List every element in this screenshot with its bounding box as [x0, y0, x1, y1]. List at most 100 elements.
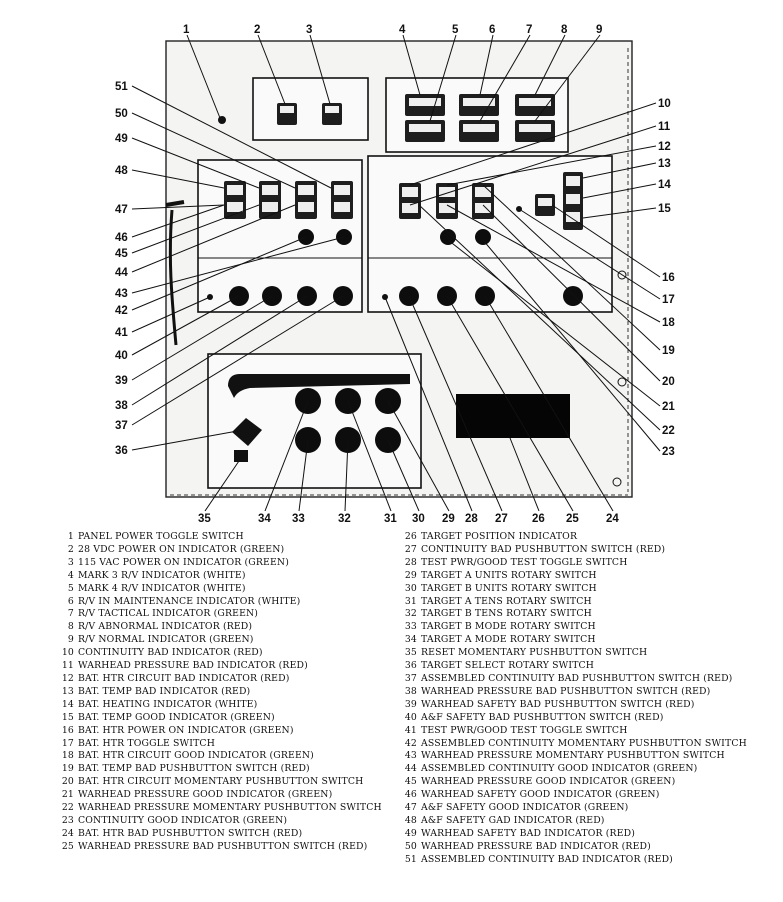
legend-item-text: WARHEAD SAFETY BAD PUSHBUTTON SWITCH (RE…	[421, 698, 695, 710]
callout-50: 50	[115, 108, 128, 120]
callout-40: 40	[115, 350, 128, 362]
legend-item-number: 38	[404, 685, 417, 697]
legend-item: 50 WARHEAD PRESSURE BAD INDICATOR (RED)	[400, 841, 747, 854]
legend-item-number: 50	[404, 840, 417, 852]
callout-31: 31	[384, 513, 397, 525]
leader-lines	[131, 34, 661, 512]
callout-45: 45	[115, 248, 128, 260]
callout-numbers: 1 2 3 4 5 6 7 8 9 10 11 12 13 14 15 16 1…	[115, 24, 675, 525]
legend-item-text: WARHEAD PRESSURE BAD INDICATOR (RED)	[421, 840, 651, 852]
legend-item-number: 14	[61, 698, 74, 710]
legend-item-text: TARGET B TENS ROTARY SWITCH	[421, 608, 592, 620]
legend-item-text: TEST PWR/GOOD TEST TOGGLE SWITCH	[421, 724, 628, 736]
callout-22: 22	[662, 425, 675, 437]
target-select-rotary	[232, 418, 262, 446]
legend-item-text: R/V TACTICAL INDICATOR (GREEN)	[78, 608, 259, 620]
legend-item-text: 115 VAC POWER ON INDICATOR (GREEN)	[78, 556, 289, 568]
legend-item-text: PANEL POWER TOGGLE SWITCH	[78, 531, 244, 542]
callout-16: 16	[662, 272, 675, 284]
legend-item-number: 5	[67, 582, 74, 594]
legend-item-number: 11	[61, 660, 74, 672]
callout-2: 2	[254, 24, 260, 36]
callout-19: 19	[662, 345, 675, 357]
callout-27: 27	[495, 513, 508, 525]
legend-item-text: TARGET POSITION INDICATOR	[421, 531, 578, 542]
legend-item-number: 23	[61, 814, 74, 826]
rv-indicators	[405, 94, 555, 142]
legend-item: 23 CONTINUITY GOOD INDICATOR (GREEN)	[57, 815, 382, 828]
legend-item: 38 WARHEAD PRESSURE BAD PUSHBUTTON SWITCH…	[400, 686, 747, 699]
legend-item-text: WARHEAD PRESSURE GOOD INDICATOR (GREEN)	[78, 789, 333, 801]
legend-item-number: 12	[61, 672, 74, 684]
callout-32: 32	[338, 513, 351, 525]
legend-item-text: ASSEMBLED CONTINUITY GOOD INDICATOR (GRE…	[421, 763, 698, 775]
legend-item-number: 6	[67, 595, 74, 607]
legend-item-number: 20	[61, 776, 74, 788]
callout-28: 28	[465, 513, 478, 525]
callout-36: 36	[115, 445, 128, 457]
legend-item-text: BAT. HTR TOGGLE SWITCH	[78, 737, 215, 749]
callout-29: 29	[442, 513, 455, 525]
legend-item-text: BAT. HEATING INDICATOR (WHITE)	[78, 698, 258, 710]
legend-item-text: A&F SAFETY GAD INDICATOR (RED)	[421, 814, 605, 826]
legend-item-number: 48	[404, 814, 417, 826]
legend-item-text: WARHEAD SAFETY BAD INDICATOR (RED)	[421, 827, 636, 839]
legend-item-number: 7	[67, 608, 74, 620]
legend-item-text: WARHEAD PRESSURE BAD PUSHBUTTON SWITCH (…	[421, 685, 711, 697]
callout-43: 43	[115, 288, 128, 300]
legend-item-text: BAT. HTR CIRCUIT GOOD INDICATOR (GREEN)	[78, 750, 314, 762]
legend-item-text: BAT. HTR CIRCUIT BAD INDICATOR (RED)	[78, 672, 290, 684]
legend-item-number: 21	[61, 789, 74, 801]
legend-item-number: 45	[404, 776, 417, 788]
legend-item-text: WARHEAD PRESSURE BAD INDICATOR (RED)	[78, 660, 308, 672]
legend-item-number: 30	[404, 582, 417, 594]
callout-44: 44	[115, 267, 128, 279]
legend-item: 14 BAT. HEATING INDICATOR (WHITE)	[57, 699, 382, 712]
legend-item-text: BAT. HTR BAD PUSHBUTTON SWITCH (RED)	[78, 827, 303, 839]
legend-item-number: 8	[67, 621, 74, 633]
callout-3: 3	[306, 24, 312, 36]
legend-item-text: WARHEAD PRESSURE BAD PUSHBUTTON SWITCH (…	[78, 840, 368, 852]
legend-item-text: BAT. HTR CIRCUIT MOMENTARY PUSHBUTTON SW…	[78, 776, 364, 788]
legend-item: 47 A&F SAFETY GOOD INDICATOR (GREEN)	[400, 802, 747, 815]
legend-item-number: 1	[67, 531, 74, 542]
legend-item: 8 R/V ABNORMAL INDICATOR (RED)	[57, 621, 382, 634]
legend-item: 3 115 VAC POWER ON INDICATOR (GREEN)	[57, 557, 382, 570]
legend-item-text: R/V IN MAINTENANCE INDICATOR (WHITE)	[78, 595, 301, 607]
legend-item: 45 WARHEAD PRESSURE GOOD INDICATOR (GREEN…	[400, 776, 747, 789]
legend-item-text: BAT. TEMP BAD INDICATOR (RED)	[78, 685, 251, 697]
mount-screw-2	[617, 270, 627, 280]
mount-screw-3	[617, 377, 627, 387]
legend-item-text: CONTINUITY GOOD INDICATOR (GREEN)	[78, 814, 288, 826]
legend-item-number: 41	[404, 724, 417, 736]
callout-42: 42	[115, 305, 128, 317]
legend-item-number: 9	[67, 634, 74, 646]
callout-46: 46	[115, 232, 128, 244]
legend-item-number: 47	[404, 802, 417, 814]
callout-26: 26	[532, 513, 545, 525]
legend-item-number: 3	[67, 556, 74, 568]
callout-11: 11	[658, 121, 671, 133]
legend-item-number: 49	[404, 827, 417, 839]
legend-item-text: WARHEAD PRESSURE GOOD INDICATOR (GREEN)	[421, 776, 676, 788]
legend-item-text: R/V ABNORMAL INDICATOR (RED)	[78, 621, 253, 633]
legend-item-number: 28	[404, 556, 417, 568]
callout-21: 21	[662, 401, 675, 413]
legend-item-text: A&F SAFETY GOOD INDICATOR (GREEN)	[421, 802, 629, 814]
legend-item-text: TARGET A MODE ROTARY SWITCH	[421, 634, 596, 646]
